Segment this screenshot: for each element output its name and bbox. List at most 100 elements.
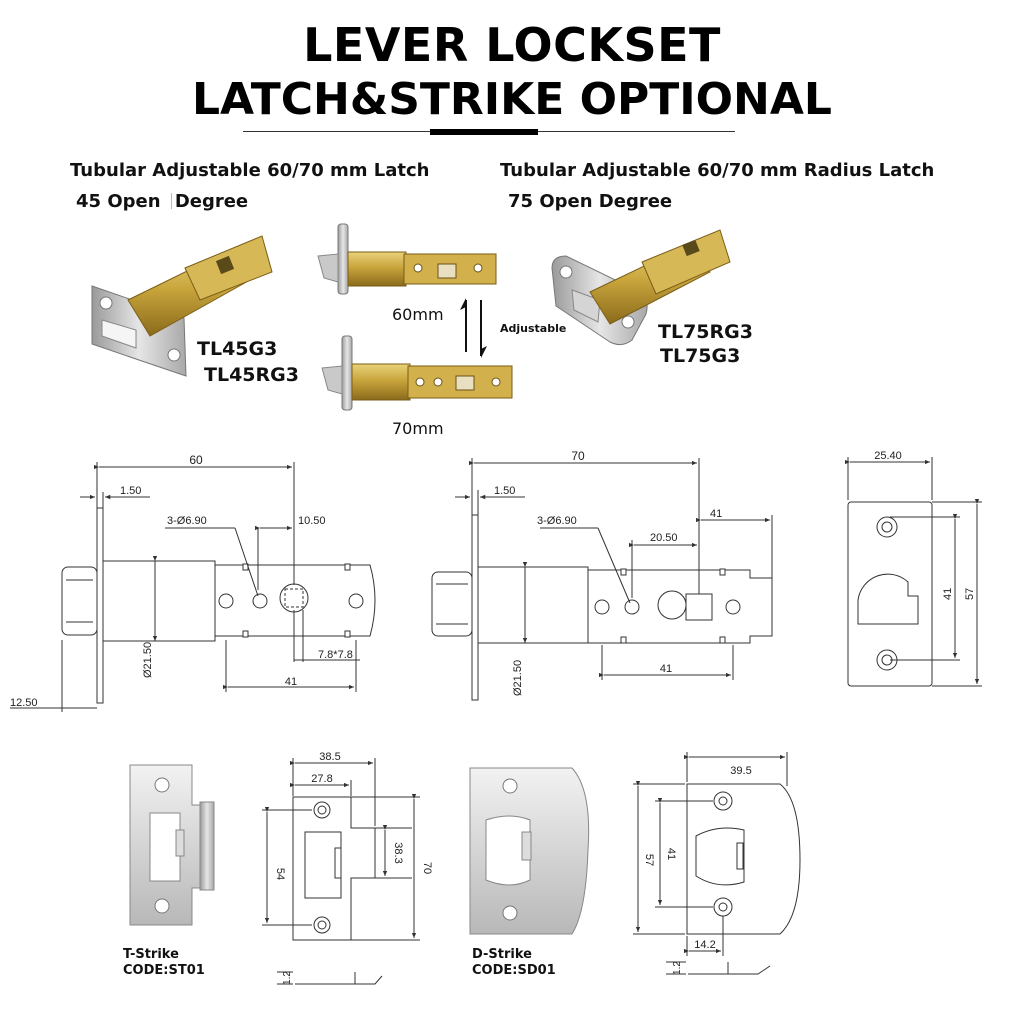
t-strike-hole	[154, 777, 170, 793]
arrow-down-head	[481, 346, 487, 358]
label-adjustable: Adjustable	[500, 322, 567, 335]
left-open-degree: 45 Open Degree	[76, 191, 248, 212]
faceplate-latch-window	[857, 573, 919, 625]
drawing-bolt	[61, 566, 98, 636]
dim-label-offset-mid-70: 20.50	[650, 532, 678, 544]
latch-faceplate	[337, 223, 349, 295]
label-60mm: 60mm	[392, 305, 444, 324]
housing-hole	[413, 263, 423, 273]
drawing-tube	[477, 566, 589, 644]
dim-label-offset-upper-70: 41	[710, 508, 722, 520]
spindle-hole	[215, 255, 235, 275]
radius-latch-code-2: TL75G3	[660, 345, 741, 367]
d-strike-drawing	[633, 752, 801, 975]
d-strike-opening	[695, 827, 745, 886]
drawing-tube	[102, 560, 216, 642]
spindle-hole	[437, 263, 457, 279]
d-strike-code: CODE:SD01	[472, 963, 556, 978]
t-strike-hole-inner	[317, 805, 327, 815]
d-strike-label: D-Strike CODE:SD01	[472, 947, 556, 979]
t-strike-hole	[154, 898, 170, 914]
t-strike-code: CODE:ST01	[123, 963, 205, 978]
drawing-tab	[719, 568, 726, 576]
faceplate-hole	[621, 315, 635, 329]
drawing-hole	[725, 599, 741, 615]
spindle-hole	[455, 375, 475, 391]
page-subtitle: LATCH&STRIKE OPTIONAL	[192, 74, 832, 125]
drawing-faceplate-front	[844, 457, 982, 687]
d-strike-hole-inner	[718, 902, 728, 912]
dim-label-t-hole-spacing: 54	[274, 868, 286, 880]
dim-label-outer-height: 57	[964, 588, 976, 600]
latch-photo-tl75	[551, 229, 731, 346]
d-strike-tab	[736, 842, 744, 870]
housing-hole	[433, 377, 443, 387]
dim-label-diameter-70: Ø21.50	[512, 660, 524, 696]
d-strike-hole	[502, 905, 518, 921]
dim-label-overall-70: 70	[571, 449, 585, 463]
dim-label-width: 25.40	[874, 450, 902, 462]
dim-label-t-opening: 38.3	[392, 842, 404, 863]
drawing-square	[685, 593, 713, 621]
d-strike-hole	[713, 791, 733, 811]
dim-label-d-width: 39.5	[730, 765, 751, 777]
page-title: LEVER LOCKSET	[303, 18, 721, 72]
dim-label-d-thickness: 1.2	[672, 961, 683, 975]
faceplate-hole	[876, 516, 898, 538]
faceplate-hole-inner	[881, 521, 893, 533]
t-strike-tab	[334, 847, 342, 879]
dim-label-d-outer-height: 57	[643, 854, 655, 866]
dim-label-d-inner-height: 41	[665, 848, 677, 860]
separator	[170, 193, 172, 209]
faceplate-hole	[167, 348, 181, 362]
drawing-hole	[252, 593, 268, 609]
drawing-faceplate	[471, 514, 479, 701]
latch-bolt	[571, 289, 601, 323]
latch-photo-60mm	[317, 223, 497, 295]
dim-label-d-bottom-width: 14.2	[694, 939, 715, 951]
faceplate-hole	[559, 265, 573, 279]
dim-label-face-70: 1.50	[494, 485, 515, 497]
drawing-hole	[218, 593, 234, 609]
d-strike-hole-inner	[718, 796, 728, 806]
arrow-up-head	[460, 298, 466, 310]
drawing-tab	[242, 630, 249, 638]
latch-bolt	[101, 319, 137, 349]
t-strike-hole	[313, 916, 331, 934]
dim-label-t-inner-width: 27.8	[311, 773, 332, 785]
housing-hole	[415, 377, 425, 387]
latch-code-1: TL45G3	[197, 338, 278, 360]
drawing-housing	[587, 569, 773, 644]
d-strike-photo	[469, 767, 590, 935]
d-strike-name: D-Strike	[472, 947, 532, 962]
title-divider-accent	[430, 129, 538, 135]
dim-label-inner-height: 41	[942, 588, 954, 600]
d-strike-profile	[688, 962, 771, 975]
d-strike-tab	[521, 831, 532, 861]
drawing-hole	[624, 599, 640, 615]
dim-label-overall: 60	[189, 453, 203, 467]
dim-label-edge: 12.50	[10, 697, 38, 709]
t-strike-drawing	[262, 758, 420, 985]
strike-lip	[199, 801, 215, 891]
radius-latch-code-1: TL75RG3	[658, 321, 753, 343]
drawing-hole	[594, 599, 610, 615]
latch-tube	[347, 251, 407, 287]
latch-faceplate	[341, 335, 353, 411]
dim-label-t-thickness: 1.2	[282, 971, 293, 985]
dim-label-holes-70: 3-Ø6.90	[537, 515, 577, 527]
t-strike-profile	[295, 972, 383, 985]
drawing-tab	[344, 630, 351, 638]
adjustable-arrows	[460, 298, 487, 358]
leader	[597, 527, 631, 604]
drawing-bolt	[431, 571, 473, 637]
d-strike-hole	[502, 778, 518, 794]
left-open-degree-value: 45 Open	[76, 191, 161, 212]
t-strike-opening	[149, 812, 181, 882]
t-strike-label: T-Strike CODE:ST01	[123, 947, 205, 979]
dim-label-holes: 3-Ø6.90	[167, 515, 207, 527]
t-strike-hole	[313, 801, 331, 819]
latch-photo-tl45	[91, 235, 273, 377]
drawing-hole	[348, 593, 364, 609]
